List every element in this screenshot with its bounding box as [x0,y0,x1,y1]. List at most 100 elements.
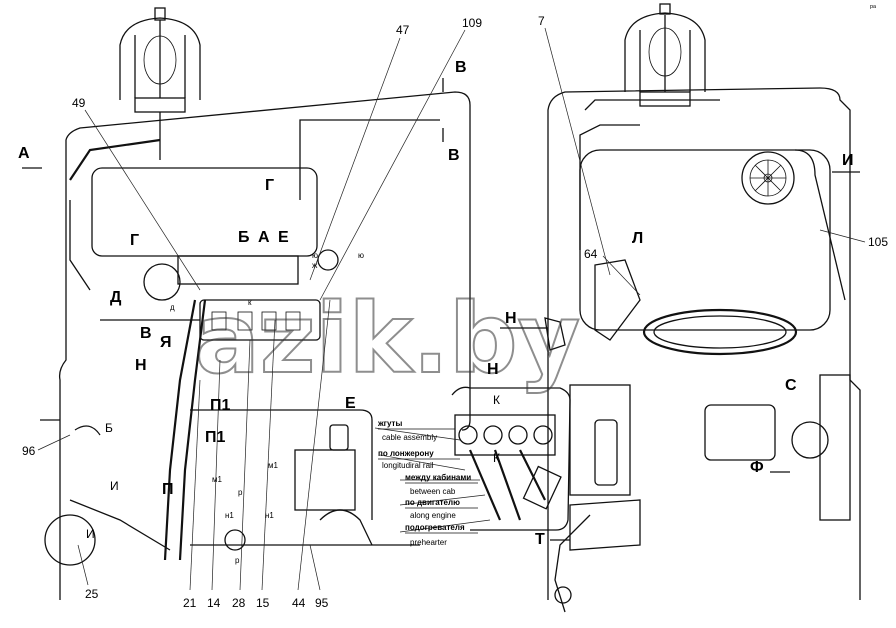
left-cab-view [40,7,471,600]
rear-round-lamp [791,421,829,459]
view-L: Л [632,230,643,247]
view-T: Т [535,531,545,548]
inset-outline [451,386,571,531]
view-K2: К [493,451,500,465]
horn [317,249,339,271]
plug-3 [508,425,528,445]
rear-left-cable [579,124,640,250]
beacon-lamp-left [119,7,201,160]
legend-en-5: prehearter [410,538,447,547]
plug-2 [483,425,503,445]
rear-roof-cable [584,99,720,111]
inset-harness-1 [468,449,502,521]
preheater-line [554,514,591,613]
view-YA: Я [160,334,172,351]
view-P1a: П1 [210,397,231,414]
view-D: Д [110,289,122,306]
connector-inset [451,386,571,531]
beacon-lamp-right [624,3,706,107]
rear-reservoir [594,419,618,486]
mark-zh: ж [312,261,318,270]
callout-25: 25 [85,587,99,601]
mark-d: д [170,303,175,312]
callout-105: 105 [868,235,888,249]
main-harness [163,299,197,561]
battery [294,449,356,511]
view-B2: Б [105,421,113,435]
callout-28: 28 [232,596,246,610]
mark-k: к [248,298,252,307]
small-marks: м1 м1 р р н1 н1 ж ю ю д к [170,251,364,565]
headlamp [44,514,96,566]
rear-junction-box [569,384,631,496]
view-N2: Н [505,310,517,327]
rear-cab-outline [547,87,861,600]
callout-15: 15 [256,596,270,610]
mark-m1b: м1 [268,461,279,470]
legend-en-1: cable assembly [382,433,437,442]
gauge [143,263,181,301]
legend-en-3: between cab [410,487,456,496]
callout-14: 14 [207,596,221,610]
spare-wheel-inner [653,315,787,349]
callout-44: 44 [292,596,306,610]
fan-icon [741,151,795,205]
inset-harness-2 [493,449,522,521]
mark-yu: ю [312,251,318,260]
plug-4 [533,425,553,445]
preheater-fitting [554,586,572,604]
view-B: Б [238,229,250,246]
view-I3: И [842,152,854,169]
watermark: azik.by [195,283,580,395]
cab-outline [58,91,471,600]
view-K: К [493,393,500,407]
mark-m1: м1 [212,475,223,484]
view-A2: А [258,229,270,246]
view-A: А [18,145,30,162]
callout-7: 7 [538,14,545,28]
fan-cable [794,149,846,301]
inset-plug-rail [454,414,556,456]
roof-harness [69,138,161,181]
callout-21: 21 [183,596,197,610]
view-V3: В [140,325,152,342]
view-E2: Е [345,395,356,412]
view-N3: Н [487,361,499,378]
rear-side-column [819,374,851,521]
legend-ru-4: по двигателю [405,498,460,507]
view-V2: В [448,147,460,164]
callout-109: 109 [462,16,482,30]
legend-ru-3: между кабинами [405,473,471,482]
legend-en-4: along engine [410,511,456,520]
rear-panel [704,404,776,461]
side-lamp [74,425,101,436]
roof-cable-right [299,119,440,200]
view-P: П [162,481,174,498]
mirror-bracket [594,259,641,341]
view-I2: И [86,527,95,541]
legend-en-2: longitudiral rail [382,461,434,470]
fender-line [69,499,171,551]
view-F: Ф [750,459,764,476]
view-V: В [455,59,467,76]
view-P1b: П1 [205,429,226,446]
legend-ru-2: по лонжерону [378,449,434,458]
right-cab-view [540,3,861,613]
legend-ru-1: жгуты [377,419,402,428]
lower-frame [190,409,373,520]
main-harness-2 [178,299,207,561]
callout-49: 49 [72,96,86,110]
mark-n1: н1 [225,511,234,520]
view-E: Е [278,229,289,246]
plug-1 [458,425,478,445]
callouts: 49 47 109 7 105 64 96 25 21 14 28 15 44 … [22,14,888,610]
relay-panel [177,255,299,285]
view-N: Н [135,357,147,374]
spare-wheel [642,308,798,356]
view-I: И [110,479,119,493]
view-G: Г [265,177,274,194]
inset-harness-3 [519,449,546,501]
inset-box [522,465,562,510]
